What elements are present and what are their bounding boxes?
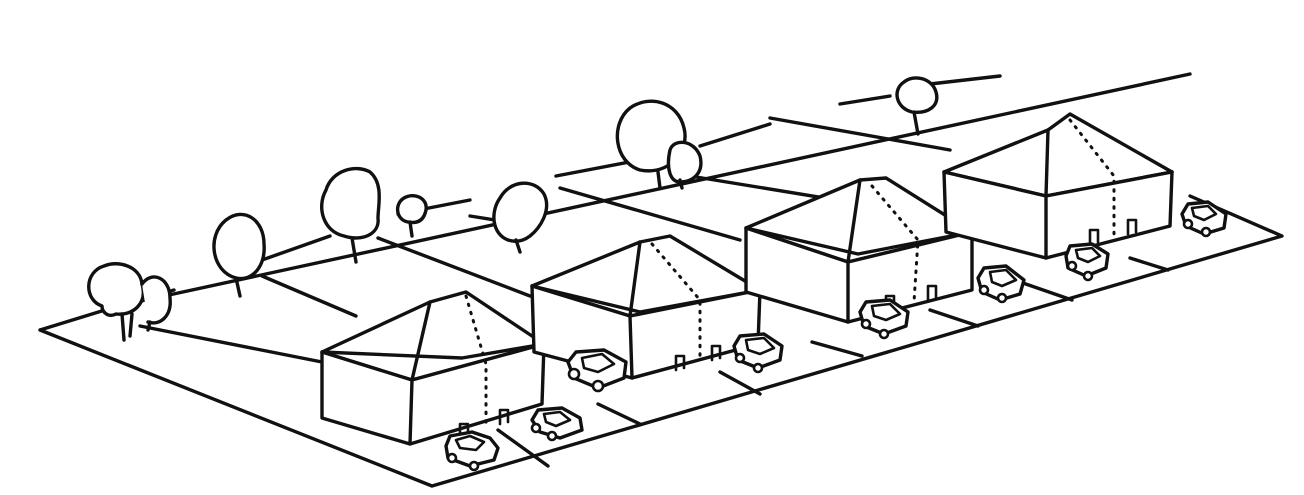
house-3 — [746, 178, 972, 322]
car-icon — [568, 350, 626, 391]
car-icon — [734, 334, 782, 372]
car-icon — [860, 300, 908, 338]
house-wall — [322, 344, 544, 444]
tree-icon — [398, 196, 427, 236]
tree-icon — [617, 101, 701, 188]
house-4 — [944, 114, 1172, 258]
tree-icon — [494, 183, 547, 252]
car-icon — [446, 432, 498, 470]
tree-icon — [322, 169, 380, 262]
car-icon — [1066, 244, 1108, 280]
tree-icon — [897, 78, 937, 134]
car-icon — [978, 266, 1024, 302]
car-icon — [532, 408, 582, 440]
house-2 — [532, 236, 760, 378]
house-roof — [322, 292, 544, 358]
